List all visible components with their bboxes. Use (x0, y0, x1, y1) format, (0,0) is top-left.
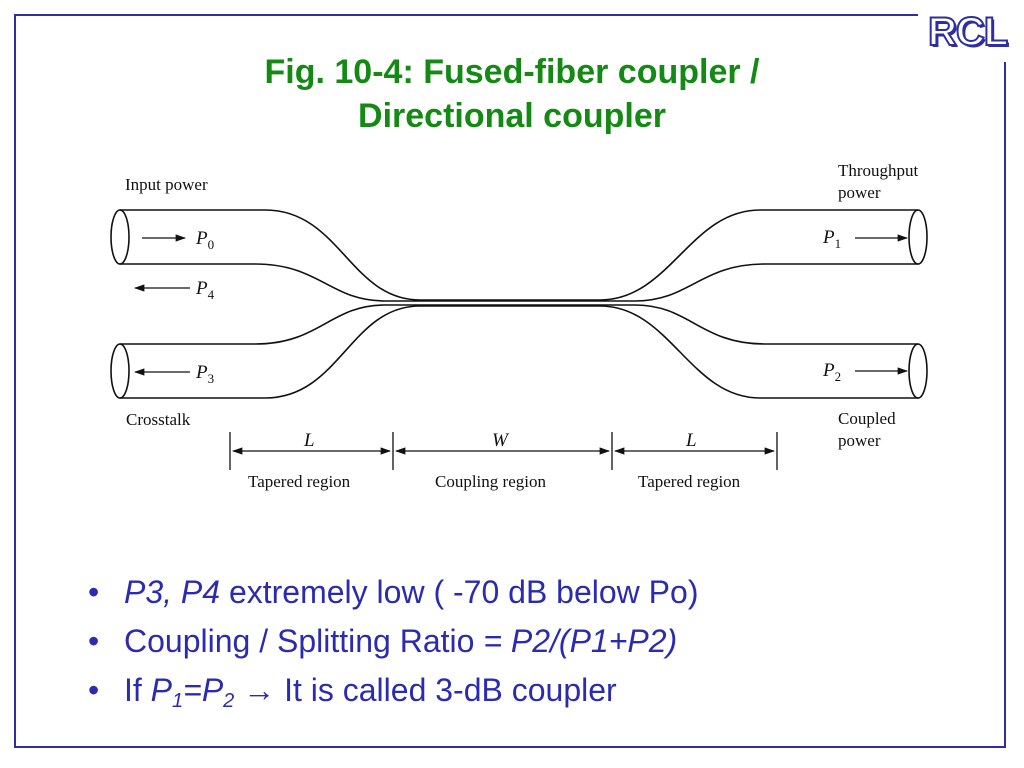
fiber-bottom-inner (120, 304, 918, 345)
slide-title: Fig. 10-4: Fused-fiber coupler / Directi… (0, 50, 1024, 138)
fiber-bottom-outer (120, 305, 918, 399)
p3-label: P3 (195, 362, 214, 386)
right-L-label: L (685, 430, 697, 451)
left-tapered-region-label: Tapered region (248, 472, 351, 491)
coupling-region-label: Coupling region (435, 472, 546, 491)
throughput-label-1: Throughput (838, 161, 919, 180)
bullet-2: •Coupling / Splitting Ratio = P2/(P1+P2) (88, 623, 678, 659)
title-line-2: Directional coupler (358, 97, 666, 135)
p2-label: P2 (822, 360, 841, 384)
rcl-logo: RCL (927, 9, 1009, 55)
fiber-end-bottom-right (908, 343, 928, 399)
title-line-1: Fig. 10-4: Fused-fiber coupler / (264, 53, 760, 91)
bullet-3: •If P1=P2 → It is called 3-dB coupler (88, 672, 617, 712)
right-tapered-region-label: Tapered region (638, 472, 741, 491)
p0-label: P0 (195, 228, 214, 252)
coupler-diagram: P0 P4 P3 P1 P2 Input power Throughput po… (110, 161, 928, 491)
W-label: W (492, 430, 510, 451)
fiber-top-inner (120, 263, 918, 302)
p1-label: P1 (822, 227, 841, 251)
p4-label: P4 (195, 278, 215, 302)
bullet-list: •P3, P4 extremely low ( -70 dB below Po)… (88, 568, 698, 715)
slide-frame (14, 14, 1006, 748)
throughput-label-2: power (838, 183, 881, 202)
crosstalk-label: Crosstalk (126, 410, 191, 429)
input-power-label: Input power (125, 175, 208, 194)
fiber-top-outer (120, 209, 918, 301)
left-L-label: L (303, 430, 315, 451)
coupled-label-1: Coupled (838, 409, 896, 428)
bullet-1: •P3, P4 extremely low ( -70 dB below Po) (88, 574, 699, 610)
fiber-end-top-left (110, 209, 130, 265)
fiber-end-top-right (908, 209, 928, 265)
coupled-label-2: power (838, 431, 881, 450)
frame-gap (918, 6, 1014, 62)
arrow-icon: → (243, 672, 276, 708)
fiber-end-bottom-left (110, 343, 130, 399)
